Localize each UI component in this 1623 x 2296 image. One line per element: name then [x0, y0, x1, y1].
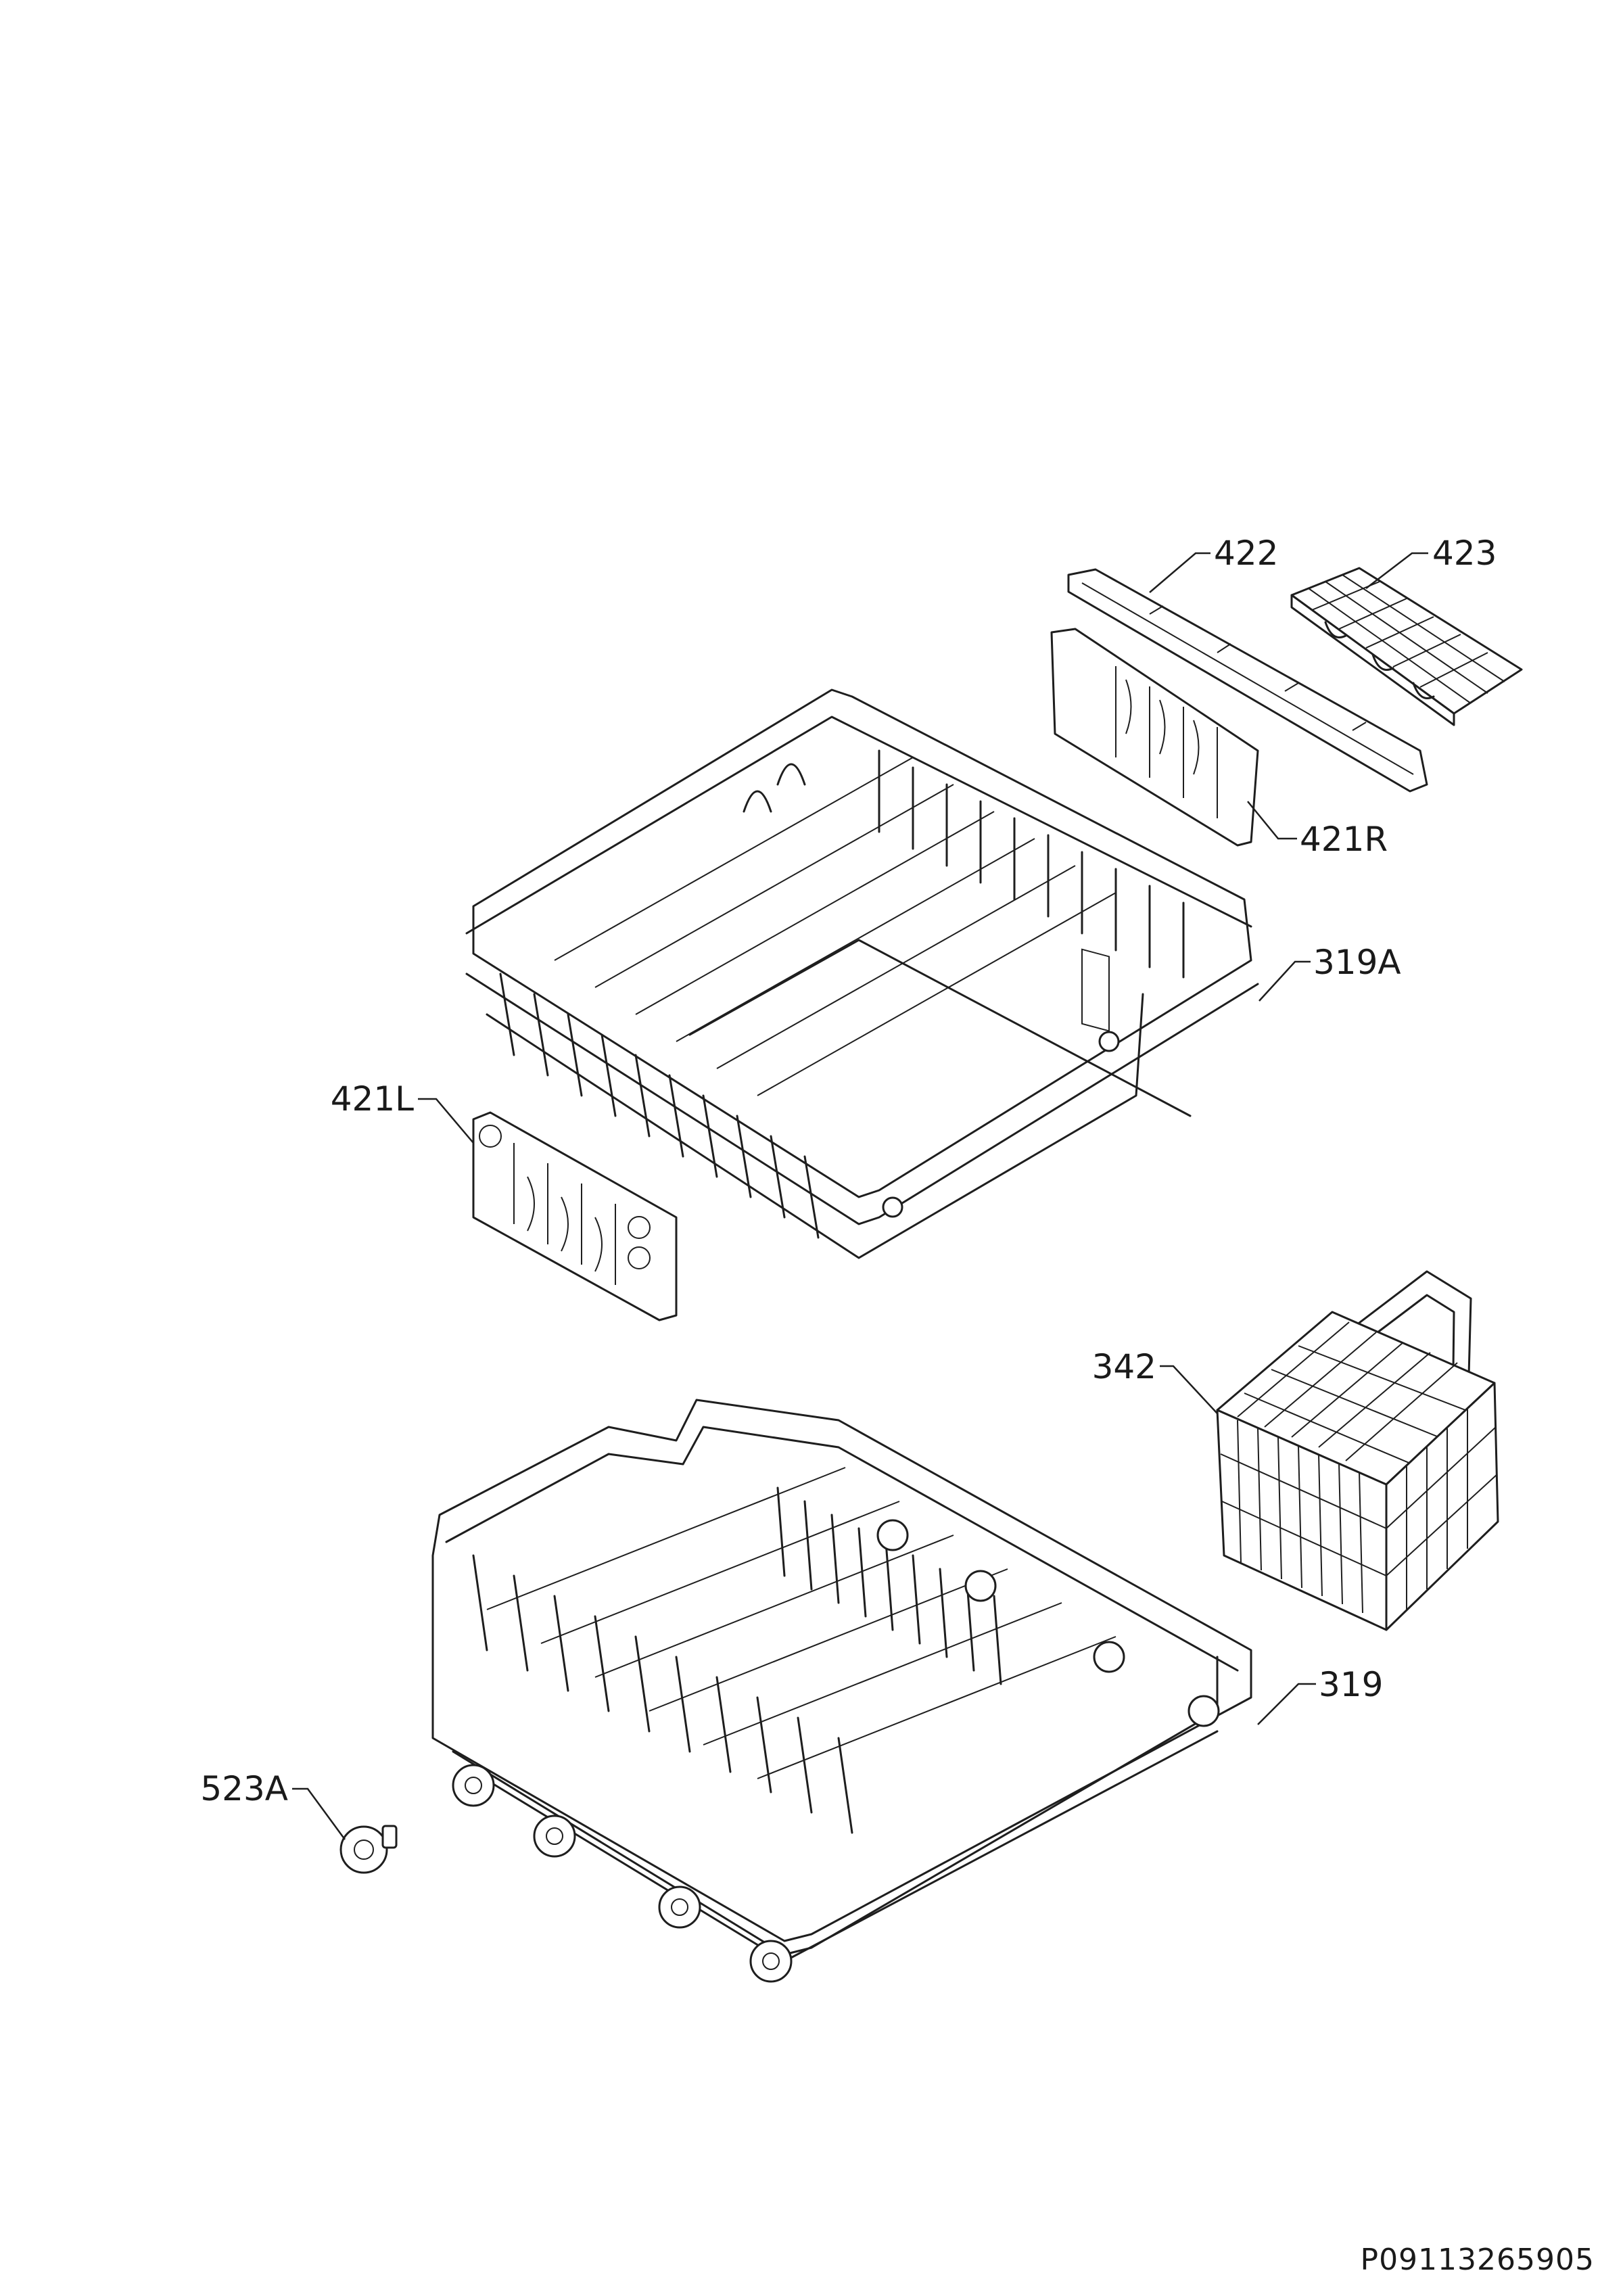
leader-lines: [292, 552, 1428, 1840]
document-number: P09113265905: [1360, 2243, 1595, 2277]
part-422-rail[interactable]: [1067, 568, 1428, 793]
part-421L-panel[interactable]: [472, 1111, 678, 1321]
part-319A-upper-basket[interactable]: [465, 688, 1259, 1259]
part-319-lower-basket[interactable]: [431, 1399, 1252, 1983]
callout-421L: 421L: [331, 1079, 414, 1119]
callout-342: 342: [1092, 1347, 1156, 1386]
callout-423: 423: [1432, 534, 1497, 573]
part-423-grid-insert[interactable]: [1290, 567, 1523, 726]
part-421R-panel[interactable]: [1050, 628, 1259, 1032]
callout-523A: 523A: [200, 1769, 288, 1808]
part-523A-wheel[interactable]: [339, 1825, 398, 1874]
callout-319A: 319A: [1313, 943, 1401, 982]
callout-422: 422: [1214, 534, 1278, 573]
part-342-cutlery-basket[interactable]: [1216, 1270, 1499, 1631]
callout-421R: 421R: [1300, 820, 1388, 859]
callout-319: 319: [1319, 1665, 1383, 1704]
